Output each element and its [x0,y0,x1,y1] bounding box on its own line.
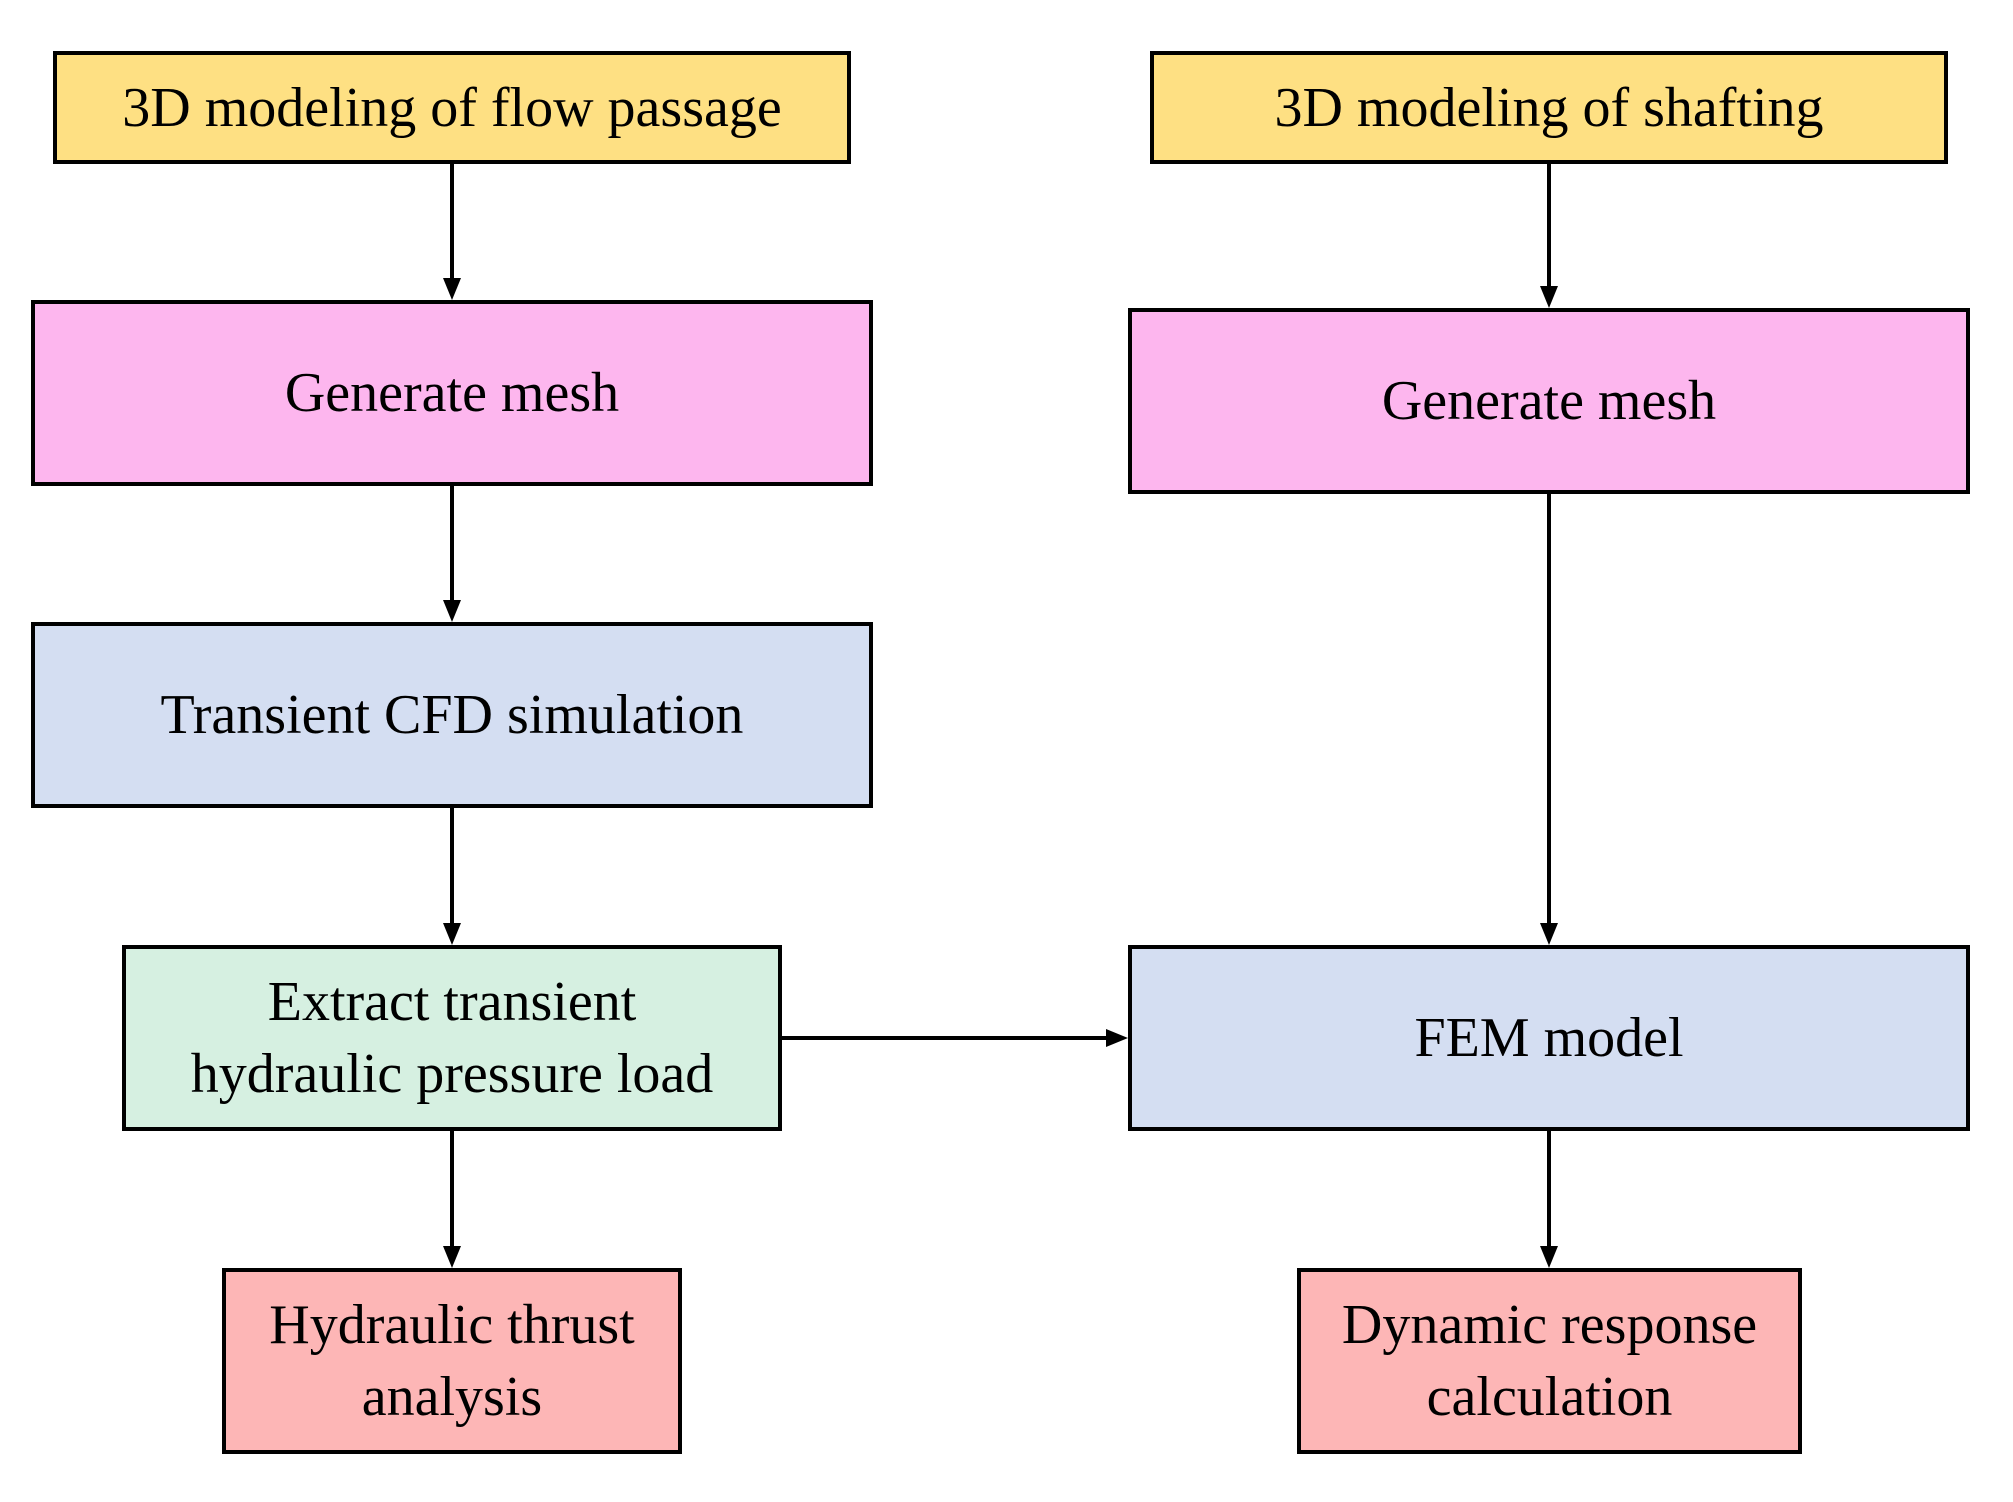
arrow-head [1540,286,1558,308]
generate-mesh-flow-box: Generate mesh [31,300,873,486]
arrow-head [1106,1029,1128,1047]
box-label-line: analysis [361,1366,543,1428]
arrow-head [443,1246,461,1268]
box-label-line: Dynamic response [1341,1294,1758,1356]
generate-mesh-shafting-box: Generate mesh [1128,308,1970,494]
box-label-line: Extract transient [267,971,637,1033]
box-label-line: calculation [1426,1366,1673,1428]
shafting-modeling-box: 3D modeling of shafting [1150,51,1948,164]
box-label-line: Transient CFD simulation [160,684,744,746]
arrow-head [1540,1246,1558,1268]
flow-passage-modeling-box: 3D modeling of flow passage [53,51,851,164]
arrow-head [443,923,461,945]
box-label-line: hydraulic pressure load [190,1043,714,1105]
box-label-line: 3D modeling of shafting [1274,76,1824,139]
box-label-line: Generate mesh [284,362,620,424]
box-label-line: 3D modeling of flow passage [122,76,782,139]
fem-model-box: FEM model [1128,945,1970,1131]
dynamic-response-calculation-box: Dynamic response calculation [1297,1268,1802,1454]
box-label-line: Hydraulic thrust [269,1294,635,1356]
transient-cfd-simulation-box: Transient CFD simulation [31,622,873,808]
box-label-line: Generate mesh [1381,370,1717,432]
hydraulic-thrust-analysis-box: Hydraulic thrust analysis [222,1268,682,1454]
extract-pressure-load-box: Extract transient hydraulic pressure loa… [122,945,782,1131]
box-label-line: FEM model [1414,1007,1684,1069]
arrow-head [1540,923,1558,945]
arrow-head [443,600,461,622]
arrow-head [443,278,461,300]
